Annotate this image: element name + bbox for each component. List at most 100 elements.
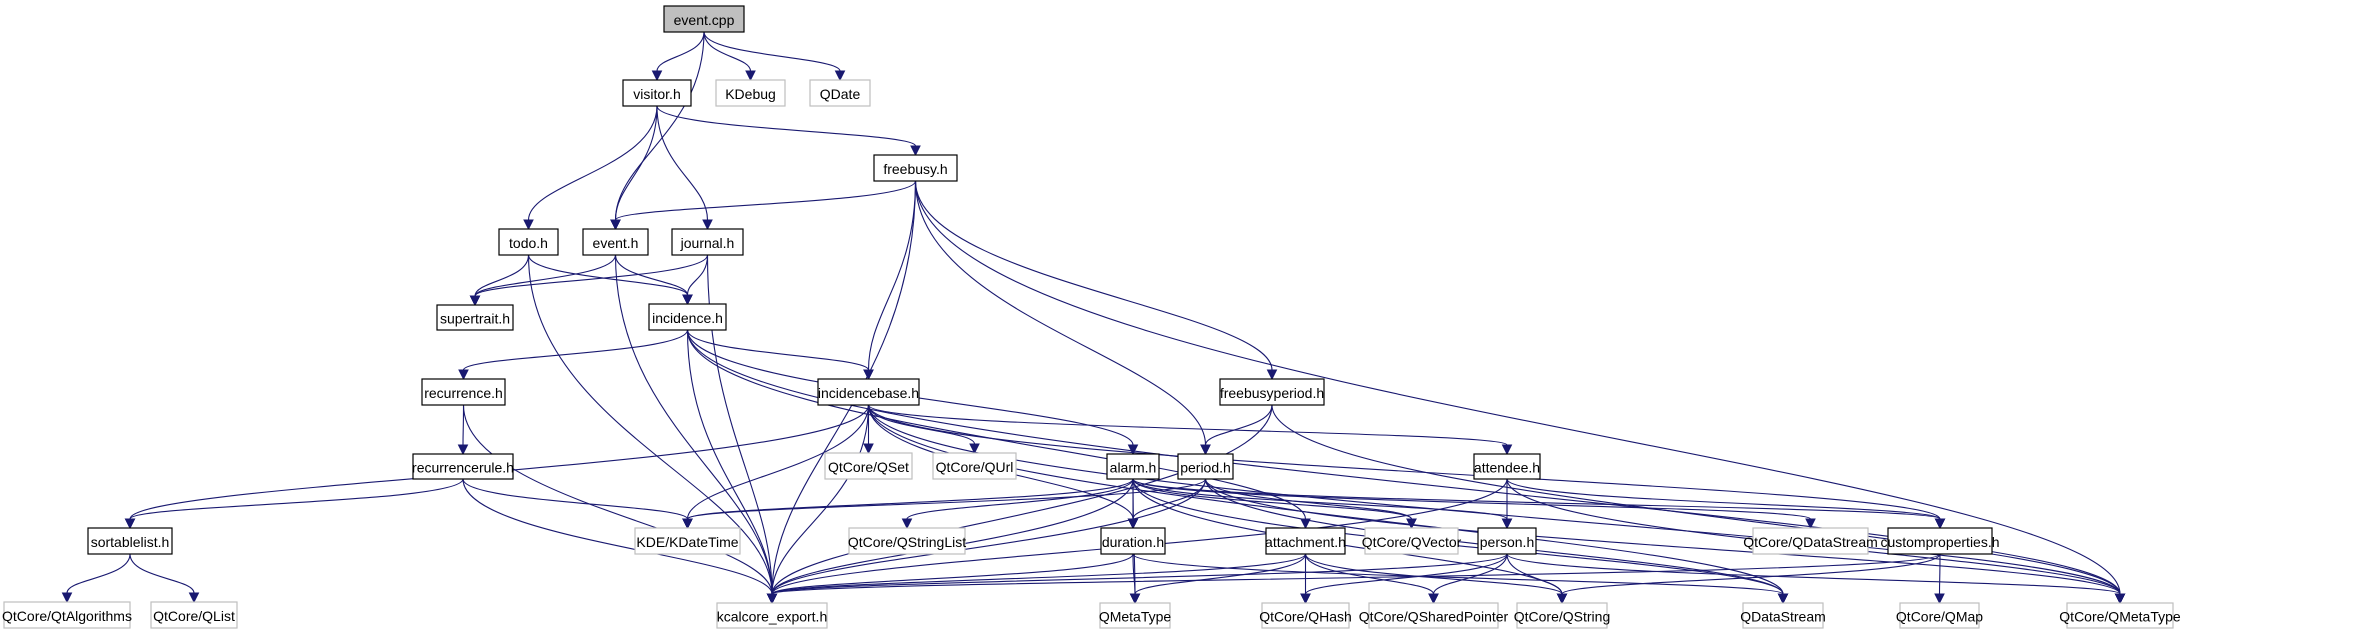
arrowhead-icon (766, 593, 778, 605)
edge-freebusy_h-to-period_h (914, 180, 1211, 456)
arrowhead-icon (2114, 593, 2126, 605)
node-visitor-h[interactable]: visitor.h (622, 79, 692, 107)
node-journal-h[interactable]: journal.h (671, 228, 744, 256)
edge-person_h-to-QtMetaType (1506, 553, 2126, 605)
arrowhead-icon (863, 443, 874, 455)
edge-freebusyperiod_h-to-period_h (1200, 404, 1273, 456)
arrowhead-icon (1266, 369, 1278, 381)
node-kcalcore-export-h: kcalcore_export.h (716, 602, 828, 629)
node-label: visitor.h (633, 86, 680, 102)
node-incidencebase-h[interactable]: incidencebase.h (817, 378, 920, 406)
node-freebusyperiod-h[interactable]: freebusyperiod.h (1219, 378, 1325, 406)
edge-line (686, 254, 709, 296)
edges-layer (61, 31, 2126, 605)
arrowhead-icon (901, 518, 913, 530)
edge-incidencebase_h-to-QUrl (867, 404, 980, 455)
edge-line (686, 329, 773, 595)
arrowhead-icon (1777, 593, 1789, 605)
edge-visitor_h-to-event_h (610, 105, 658, 231)
edge-event_cpp-to-event_h (610, 31, 705, 231)
arrowhead-icon (1129, 593, 1141, 605)
node-period-h[interactable]: period.h (1177, 453, 1234, 480)
node-qstringlist: QtCore/QStringList (848, 527, 966, 555)
node-attendee-h[interactable]: attendee.h (1473, 453, 1541, 480)
node-duration-h[interactable]: duration.h (1100, 527, 1166, 555)
edge-line (474, 254, 617, 297)
edge-line (1271, 404, 2121, 595)
edge-recurrence_h-to-recurrencerule_h (457, 404, 469, 456)
arrowhead-icon (969, 443, 980, 455)
arrowhead-icon (1127, 444, 1139, 456)
node-event-h[interactable]: event.h (582, 228, 649, 256)
node-label: QtCore/QSharedPointer (1359, 609, 1509, 625)
node-event-cpp[interactable]: event.cpp (663, 5, 745, 33)
edge-alarm_h-to-QStringList (901, 478, 1134, 530)
edge-person_h-to-QHash (1300, 553, 1508, 605)
node-recurrence-h[interactable]: recurrence.h (421, 378, 506, 406)
edge-line (867, 180, 917, 371)
node-supertrait-h[interactable]: supertrait.h (436, 304, 514, 331)
node-incidence-h[interactable]: incidence.h (648, 303, 727, 331)
edge-line (771, 553, 1134, 595)
edge-line (462, 478, 689, 520)
node-label: QtCore/QString (1514, 609, 1610, 625)
edge-line (656, 105, 917, 147)
edge-event_cpp-to-QDate (703, 31, 846, 82)
node-label: QtCore/QUrl (936, 459, 1014, 475)
node-kdebug: KDebug (715, 79, 786, 107)
arrowhead-icon (469, 295, 481, 307)
node-customproperties-h[interactable]: customproperties.h (1880, 527, 2000, 555)
node-todo-h[interactable]: todo.h (498, 228, 559, 256)
arrowhead-icon (610, 219, 621, 231)
node-person-h[interactable]: person.h (1477, 527, 1537, 555)
edge-incidence_h-to-incidencebase_h (686, 329, 874, 381)
edge-line (1304, 553, 1435, 595)
edge-person_h-to-QString (1506, 553, 1568, 605)
edge-line (914, 180, 2121, 595)
node-label: duration.h (1102, 534, 1164, 550)
arrowhead-icon (458, 369, 469, 381)
node-attachment-h[interactable]: attachment.h (1265, 527, 1346, 555)
edge-line (771, 404, 870, 595)
edge-line (1506, 478, 1941, 520)
node-freebusy-h[interactable]: freebusy.h (873, 154, 958, 182)
node-qtalgorithms: QtCore/QtAlgorithms (2, 601, 132, 629)
edge-visitor_h-to-todo_h (523, 105, 658, 231)
edge-sortablelist_h-to-QList (129, 553, 200, 604)
node-qtcore-qmetatype: QtCore/QMetaType (2059, 602, 2181, 629)
edge-line (614, 105, 658, 221)
edge-visitor_h-to-freebusy_h (656, 105, 921, 157)
node-label: attendee.h (1474, 460, 1540, 476)
edge-line (914, 180, 1273, 371)
node-sortablelist-h[interactable]: sortablelist.h (87, 527, 173, 555)
node-alarm-h[interactable]: alarm.h (1106, 453, 1160, 480)
edge-line (614, 180, 917, 221)
node-label: QDate (820, 86, 861, 102)
edge-line (656, 105, 709, 221)
edge-line (703, 31, 841, 72)
node-label: QMetaType (1099, 609, 1172, 625)
edge-line (1132, 478, 1812, 520)
node-label: sortablelist.h (91, 534, 170, 550)
edge-line (703, 31, 752, 72)
arrowhead-icon (745, 70, 756, 82)
arrowhead-icon (651, 70, 663, 82)
edge-line (906, 478, 1134, 520)
node-label: QtCore/QHash (1259, 609, 1352, 625)
node-label: KDE/KDateTime (636, 534, 738, 550)
edge-line (771, 553, 1941, 595)
edge-sortablelist_h-to-QtAlgorithms (61, 553, 131, 604)
edge-line (474, 254, 530, 297)
edge-recurrence_h-to-kcalcore_export_h (462, 404, 778, 605)
node-recurrencerule-h[interactable]: recurrencerule.h (412, 453, 514, 480)
edge-line (771, 478, 1207, 595)
edge-period_h-to-KDateTime (682, 478, 1207, 530)
arrowhead-icon (1300, 593, 1311, 605)
edge-line (527, 105, 658, 221)
node-label: QtCore/QtAlgorithms (2, 608, 132, 624)
edge-journal_h-to-incidence_h (682, 254, 709, 306)
edge-line (686, 404, 870, 520)
node-label: QtCore/QDataStream (1743, 534, 1878, 550)
arrowhead-icon (1556, 593, 1568, 605)
edge-freebusy_h-to-incidencebase_h (863, 180, 917, 381)
